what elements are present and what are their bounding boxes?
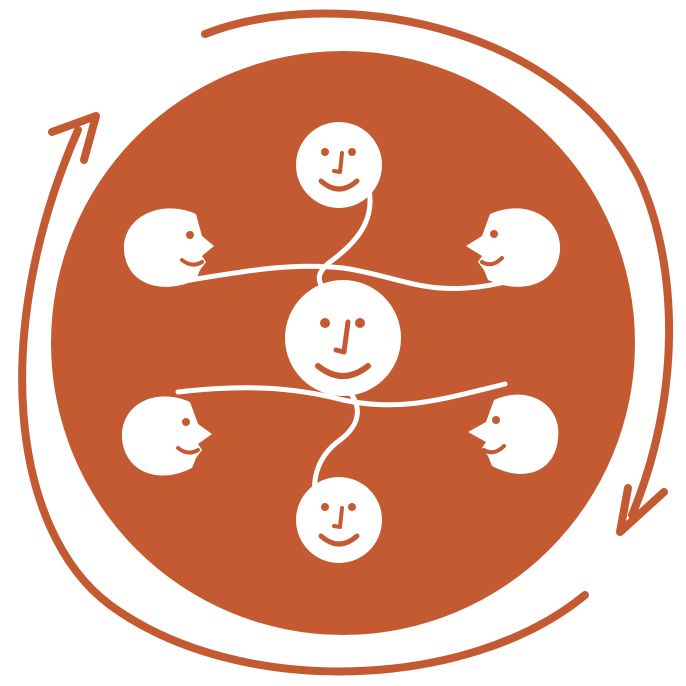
face-lower-right-icon <box>468 394 559 474</box>
center-face-icon <box>285 280 401 396</box>
connector-lower-horizontal <box>175 381 508 408</box>
circular-arrows-icon <box>18 9 674 676</box>
face-upper-left-icon <box>123 208 214 287</box>
faces-group <box>121 122 561 563</box>
connector-upper-horizontal <box>175 263 508 291</box>
arc-right <box>201 9 674 519</box>
arc-left <box>18 126 589 676</box>
face-upper-right-icon <box>466 208 561 287</box>
arrowhead-left <box>48 112 100 164</box>
arrowhead-right <box>616 484 668 536</box>
face-lower-left-icon <box>121 396 212 476</box>
face-top-icon <box>296 122 382 208</box>
face-bottom-icon <box>296 477 382 563</box>
